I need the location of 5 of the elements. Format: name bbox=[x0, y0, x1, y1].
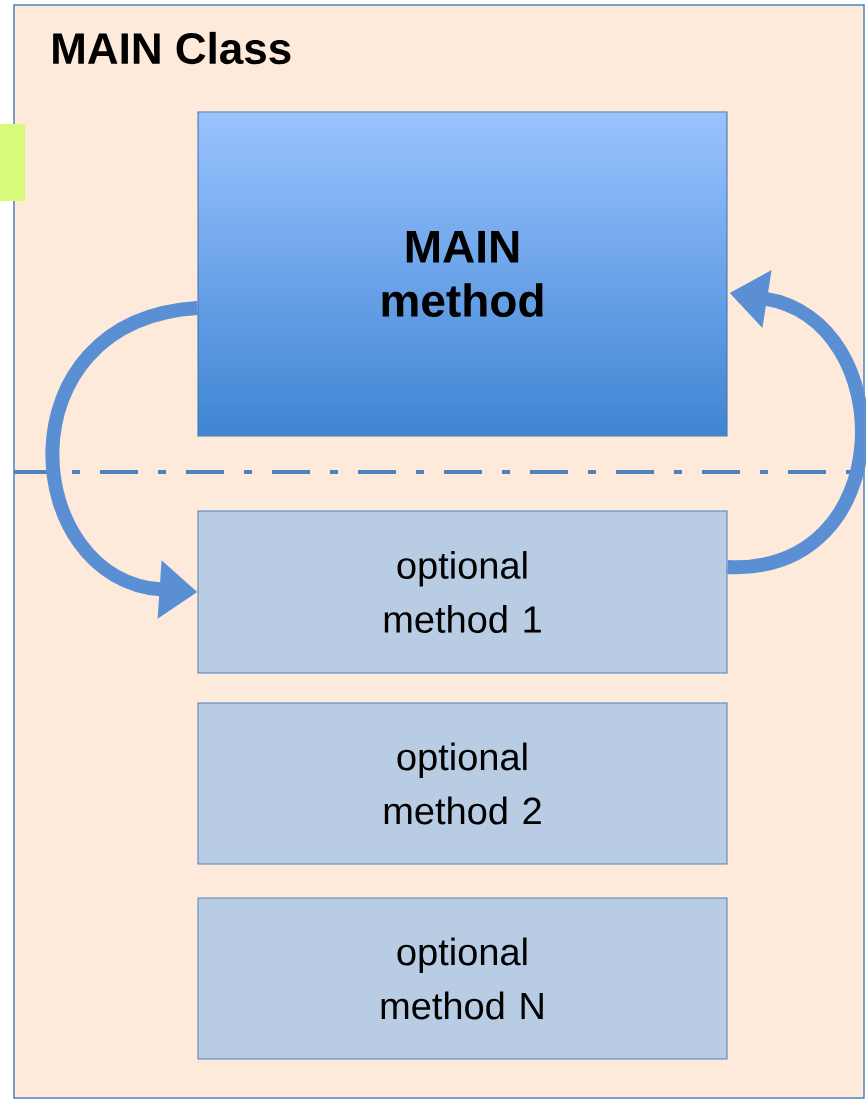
method-box: optional method N bbox=[197, 897, 728, 1060]
method-box: optional method 1 bbox=[197, 510, 728, 674]
method-box: optional method 2 bbox=[197, 702, 728, 865]
main-method-box: MAIN method bbox=[197, 111, 728, 437]
note-box bbox=[0, 124, 25, 201]
